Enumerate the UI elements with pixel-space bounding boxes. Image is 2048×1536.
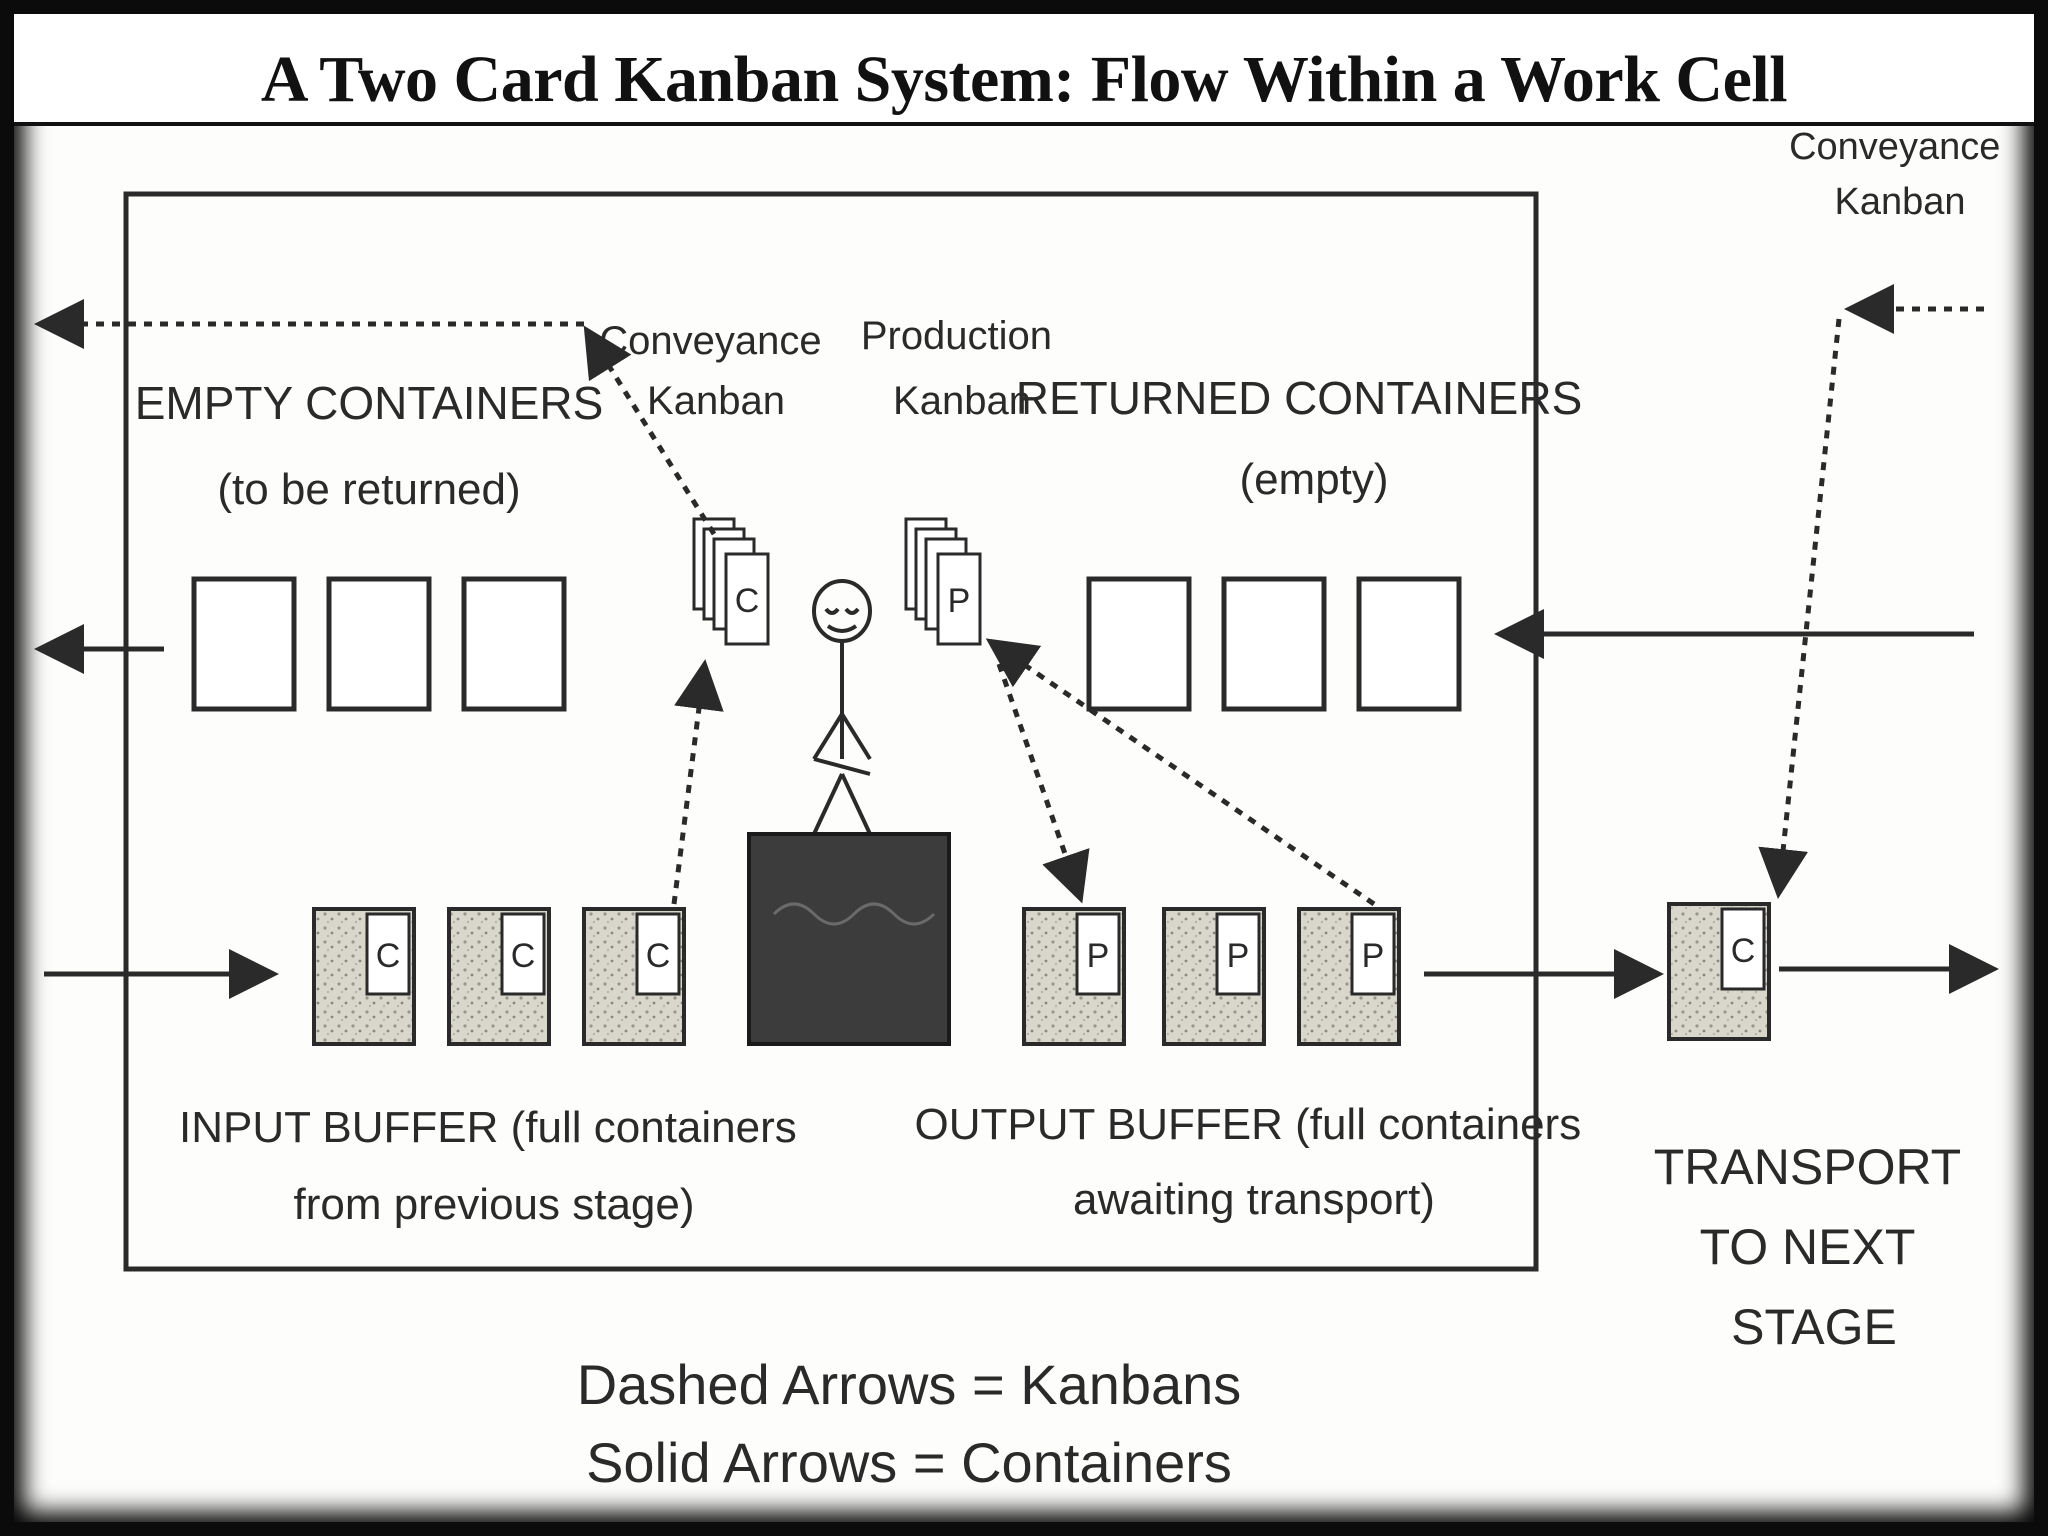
transport-container: C [1667, 902, 1771, 1041]
title-bar: A Two Card Kanban System: Flow Within a … [14, 14, 2034, 126]
returned-container [1356, 576, 1462, 712]
kanban-card-letter: C [735, 582, 760, 620]
solid-arrows [34, 609, 1999, 999]
slide-frame: A Two Card Kanban System: Flow Within a … [14, 14, 2034, 1522]
machine-scribble [772, 902, 936, 926]
kanban-card [1215, 912, 1261, 996]
empty-container-group [191, 576, 567, 712]
returned-containers-subheading: (empty) [1239, 455, 1388, 504]
kanban-card-letter: C [646, 937, 671, 975]
kanban-card-letter: C [376, 937, 401, 975]
kanban-card-letter: P [1362, 937, 1385, 975]
kanban-card [1350, 912, 1396, 996]
dashed-arrow [583, 325, 717, 536]
empty-container [461, 576, 567, 712]
kanban-card [1075, 912, 1121, 996]
returned-container [1221, 576, 1327, 712]
empty-container [326, 576, 432, 712]
kanban-card-letter: C [511, 937, 536, 975]
legend-dashed: Dashed Arrows = Kanbans [577, 1353, 1242, 1416]
kanban-card [724, 552, 770, 646]
kanban-diagram: Conveyance Kanban Conveyance Kanban Prod… [34, 126, 2011, 1494]
kanban-card-letter: P [1227, 937, 1250, 975]
returned-container-group [1086, 576, 1462, 712]
kanban-card [936, 552, 982, 646]
dashed-arrow [996, 663, 1090, 904]
kanban-card [500, 912, 546, 996]
kanban-card [365, 912, 411, 996]
input-buffer-group: C C C [312, 907, 686, 1046]
page-title: A Two Card Kanban System: Flow Within a … [260, 43, 1788, 116]
kanban-card-letter: P [948, 582, 971, 620]
conveyance-kanban-stack: C [692, 517, 770, 646]
output-buffer-group: P P P [1022, 907, 1401, 1046]
input-buffer-caption: INPUT BUFFER (full containers from previ… [179, 1103, 809, 1229]
kanban-card-letter: C [1731, 932, 1756, 970]
kanban-card [635, 912, 681, 996]
kanban-card-letter: P [1087, 937, 1110, 975]
kanban-card [1720, 907, 1766, 991]
empty-containers-subheading: (to be returned) [217, 465, 520, 514]
work-cell-boundary [123, 191, 1539, 1272]
dashed-arrow [671, 659, 724, 905]
returned-container [1086, 576, 1192, 712]
output-buffer-caption: OUTPUT BUFFER (full containers awaiting … [915, 1100, 1594, 1224]
worker-figure [812, 579, 872, 835]
returned-containers-heading: RETURNED CONTAINERS [1016, 372, 1583, 424]
dashed-arrows [34, 284, 1984, 907]
production-kanban-stack: P [904, 517, 982, 646]
dashed-arrow [1758, 318, 1842, 899]
production-kanban-label: Production Kanban [861, 314, 1063, 423]
legend-solid: Solid Arrows = Containers [586, 1431, 1232, 1494]
conveyance-kanban-label-top-right: Conveyance Kanban [1789, 126, 2011, 223]
transport-caption: TRANSPORT TO NEXT STAGE [1654, 1139, 1974, 1355]
empty-containers-heading: EMPTY CONTAINERS [135, 377, 604, 429]
dashed-arrow [985, 638, 1376, 907]
conveyance-kanban-label: Conveyance Kanban [599, 319, 833, 423]
machine [747, 832, 951, 1046]
empty-container [191, 576, 297, 712]
